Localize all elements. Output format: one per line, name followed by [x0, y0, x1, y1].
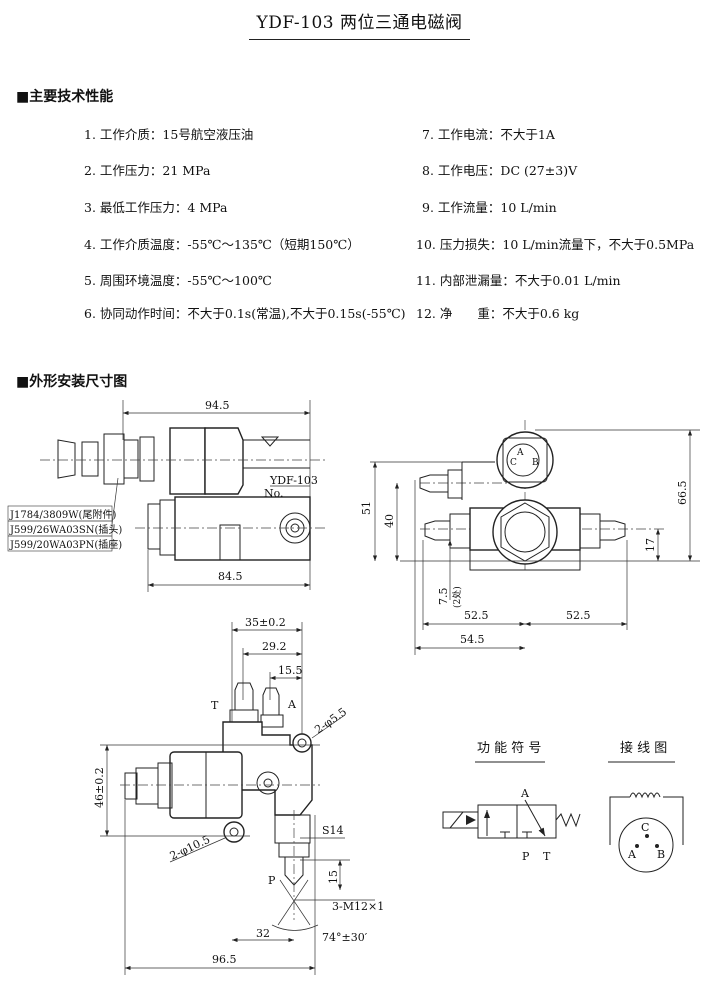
dim-84-5: 84.5 [218, 570, 243, 583]
symbol-port-p: P [522, 850, 530, 863]
spec-item: 1. 工作介质：15号航空液压油 [84, 127, 254, 142]
svg-text:J599/26WA03SN(插头): J599/26WA03SN(插头) [9, 523, 122, 536]
spec-item: 9. 工作流量：10 L/min [422, 200, 557, 215]
connector-labels: J1784/3809W(尾附件) J599/26WA03SN(插头) J599/… [7, 505, 122, 552]
hole-large-label: 2-φ10.5 [168, 833, 212, 863]
dim-52-5-right: 52.5 [566, 609, 591, 622]
dim-7-5: 7.5 [437, 588, 450, 606]
spec-item: 10. 压力损失：10 L/min流量下，不大于0.5MPa [416, 237, 695, 252]
svg-text:C: C [510, 458, 517, 468]
spec-item: 2. 工作压力：21 MPa [84, 163, 211, 178]
connector-tail [57, 439, 76, 479]
solenoid-coil [169, 427, 206, 495]
electrical-connector-icon [506, 443, 540, 477]
dim-35: 35±0.2 [245, 616, 286, 629]
angle-label: 74°±30′ [322, 931, 368, 944]
side-view: 94.5 YDF-103 No. 84.5 J1784/3809W(尾附件) [7, 399, 325, 592]
drawing-heading: ■外形安装尺寸图 [16, 374, 128, 390]
spec-item: 4. 工作介质温度：-55℃～135℃（短期150℃） [84, 237, 360, 252]
valve-body [174, 496, 311, 561]
port-t-label: T [211, 699, 219, 712]
dim-52-5-left: 52.5 [464, 609, 489, 622]
wiring-heading: 接 线 图 [620, 740, 667, 756]
pin-a: A [627, 848, 637, 861]
top-view: 35±0.2 29.2 15.5 T A 2-φ5.5 2-φ10.5 S14 [93, 616, 384, 975]
hex-label: S14 [322, 824, 344, 837]
dim-94-5: 94.5 [205, 399, 230, 412]
end-view: A B C 66.5 51 40 17 7.5 (2处) 52.5 5 [360, 420, 700, 655]
dim-96-5: 96.5 [212, 953, 237, 966]
port-p-label: P [268, 874, 276, 887]
dim-15-5: 15.5 [278, 664, 303, 677]
dim-40: 40 [383, 514, 396, 528]
svg-text:J1784/3809W(尾附件): J1784/3809W(尾附件) [9, 508, 116, 521]
mount-hole-small [292, 733, 312, 753]
dim-46: 46±0.2 [93, 767, 106, 808]
spec-item: 3. 最低工作压力：4 MPa [84, 200, 228, 215]
spec-item: 11. 内部泄漏量：不大于0.01 L/min [416, 273, 621, 288]
spec-item: 8. 工作电压：DC (27±3)V [422, 163, 578, 178]
spec-item: 7. 工作电流：不大于1A [422, 127, 555, 142]
page-title: YDF-103 两位三通电磁阀 [0, 8, 719, 40]
pin-b: B [657, 848, 665, 861]
symbol-port-a: A [520, 787, 530, 800]
dim-66-5: 66.5 [676, 481, 689, 506]
pin-c: C [641, 821, 649, 834]
serial-mark: No. [264, 487, 284, 500]
hole-small-label: 2-φ5.5 [312, 705, 349, 736]
mount-hole-large [223, 821, 245, 843]
coil-icon [629, 792, 661, 799]
dim-54-5: 54.5 [460, 633, 485, 646]
specs-heading: ■主要技术性能 [16, 89, 114, 105]
spec-item: 5. 周围环境温度：-55℃～100℃ [84, 273, 272, 288]
dim-32: 32 [256, 927, 270, 940]
symbol-port-t: T [543, 850, 551, 863]
svg-text:A: A [516, 448, 524, 458]
dim-15: 15 [327, 870, 340, 884]
wiring-diagram: 接 线 图 C A B [608, 740, 684, 873]
spec-item: 12. 净 重：不大于0.6 kg [416, 306, 580, 321]
dim-51: 51 [360, 501, 373, 515]
svg-text:B: B [532, 458, 539, 468]
function-symbol: 功 能 符 号 A P T [442, 740, 581, 863]
thread-label: 3-M12×1 [332, 900, 384, 913]
port-a-label: A [287, 698, 297, 711]
spec-item: 6. 协同动作时间：不大于0.1s(常温),不大于0.15s(-55℃) [84, 306, 406, 321]
model-mark: YDF-103 [269, 474, 318, 487]
dim-17: 17 [644, 538, 657, 552]
svg-text:J599/20WA03PN(插座): J599/20WA03PN(插座) [9, 538, 122, 551]
dim-7-5-note: (2处) [451, 586, 463, 608]
dim-29-2: 29.2 [262, 640, 287, 653]
function-symbol-heading: 功 能 符 号 [477, 740, 541, 756]
